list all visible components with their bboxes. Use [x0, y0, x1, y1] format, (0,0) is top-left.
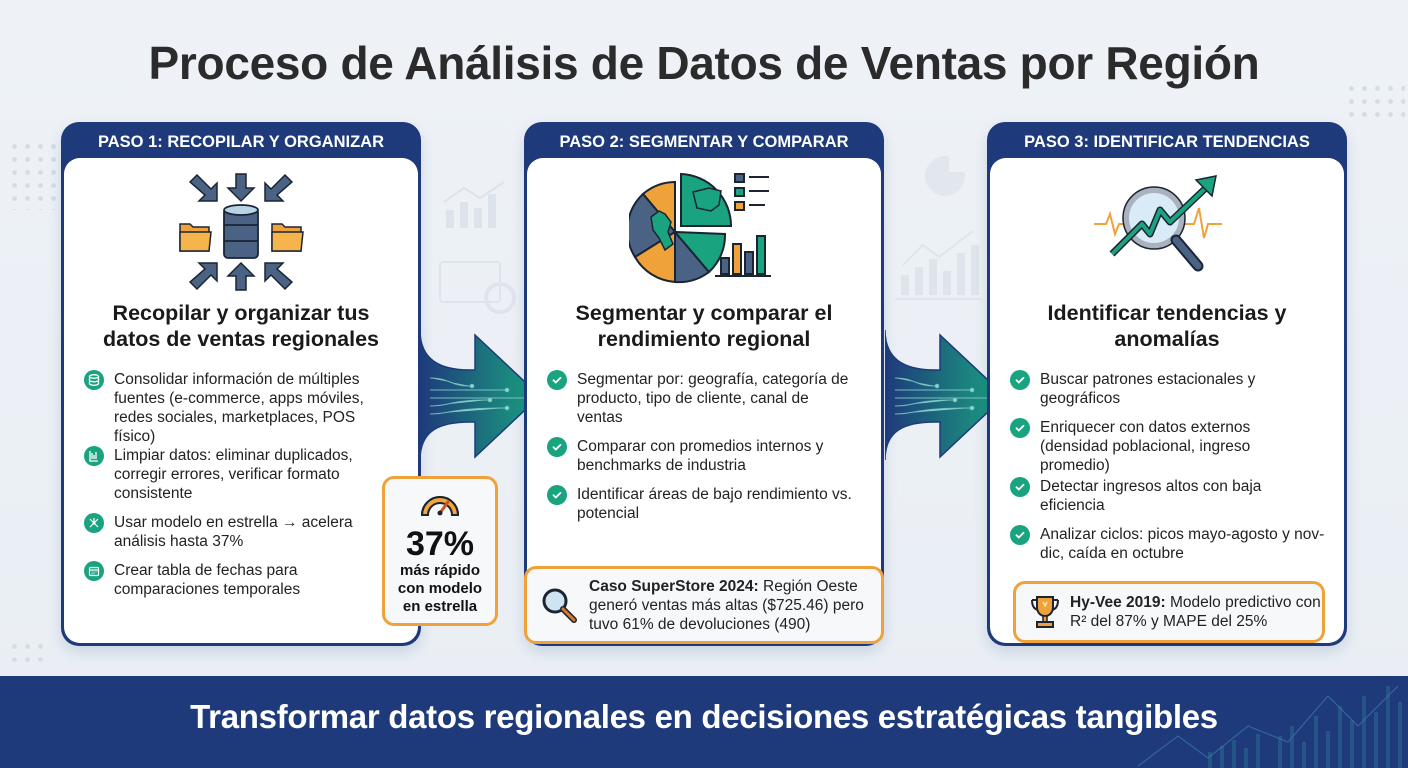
- bg-browser-search-icon: [439, 261, 516, 314]
- database-arrows-folders-icon: [179, 173, 304, 291]
- magnifier-icon: [542, 588, 577, 623]
- bg-bar-chart-icon: [443, 181, 505, 228]
- list-item: Segmentar por: geografía, categoría de p…: [547, 370, 867, 427]
- check-icon: [1010, 477, 1030, 497]
- list-item: Limpiar datos: eliminar duplicados, corr…: [84, 446, 404, 503]
- check-icon: [547, 370, 567, 390]
- list-item: Identificar áreas de bajo rendimiento vs…: [547, 485, 867, 523]
- step-2-bullets: Segmentar por: geografía, categoría de p…: [547, 370, 867, 523]
- trophy-icon: [1031, 596, 1059, 628]
- check-icon: [1010, 370, 1030, 390]
- list-item: Enriquecer con datos externos (densidad …: [1010, 418, 1330, 475]
- step-arrow-1: [420, 330, 542, 460]
- case-hyvee-callout: Hy-Vee 2019: Modelo predictivo con R² de…: [1013, 581, 1325, 643]
- step-3-bullets: Buscar patrones estacionales y geográfic…: [1010, 370, 1330, 563]
- list-item: Consolidar información de múltiples fuen…: [84, 370, 404, 446]
- database-icon: [84, 370, 104, 390]
- check-icon: [1010, 418, 1030, 438]
- step-1-header: PASO 1: RECOPILAR Y ORGANIZAR: [97, 133, 385, 151]
- case-superstore-callout: Caso SuperStore 2024: Región Oeste gener…: [524, 566, 884, 644]
- check-icon: [547, 485, 567, 505]
- check-icon: [547, 437, 567, 457]
- step-1-bullets: Consolidar información de múltiples fuen…: [84, 370, 404, 599]
- pie-chart-map-icon: [629, 172, 771, 284]
- star-schema-icon: [84, 513, 104, 533]
- step-3-card: PASO 3: IDENTIFICAR TENDENCIAS Identific…: [987, 122, 1347, 646]
- list-item: Comparar con promedios internos y benchm…: [547, 437, 867, 475]
- bg-growth-chart-icon: [895, 230, 981, 300]
- step-2-card: PASO 2: SEGMENTAR Y COMPARAR: [524, 122, 884, 646]
- calendar-icon: [84, 561, 104, 581]
- step-1-card: PASO 1: RECOPILAR Y ORGANIZAR Recop: [61, 122, 421, 646]
- list-item: Buscar patrones estacionales y geográfic…: [1010, 370, 1330, 408]
- list-item: Analizar ciclos: picos mayo-agosto y nov…: [1010, 525, 1330, 563]
- bg-pie-chart-icon: [925, 152, 969, 196]
- check-icon: [1010, 525, 1030, 545]
- step-2-header: PASO 2: SEGMENTAR Y COMPARAR: [559, 133, 849, 151]
- step-arrow-2: [885, 330, 1007, 460]
- footer-chart-decoration: [1137, 685, 1402, 768]
- speedometer-icon: [420, 496, 460, 516]
- decorative-dots: [1345, 82, 1405, 122]
- page-title: Proceso de Análisis de Datos de Ventas p…: [148, 37, 1260, 89]
- list-item: Usar modelo en estrella → acelera anális…: [84, 513, 404, 551]
- footer-banner: Transformar datos regionales en decision…: [0, 676, 1408, 768]
- decorative-dots: [8, 640, 48, 670]
- step-3-header: PASO 3: IDENTIFICAR TENDENCIAS: [1024, 133, 1310, 151]
- list-item: Crear tabla de fechas para comparaciones…: [84, 561, 404, 599]
- footer-tagline: Transformar datos regionales en decision…: [190, 698, 1218, 735]
- list-item: Detectar ingresos altos con baja eficien…: [1010, 477, 1330, 515]
- data-cleaning-icon: [84, 446, 104, 466]
- speed-callout: 37% más rápido con modelo en estrella: [382, 476, 498, 626]
- trend-magnifier-icon: [1094, 175, 1222, 272]
